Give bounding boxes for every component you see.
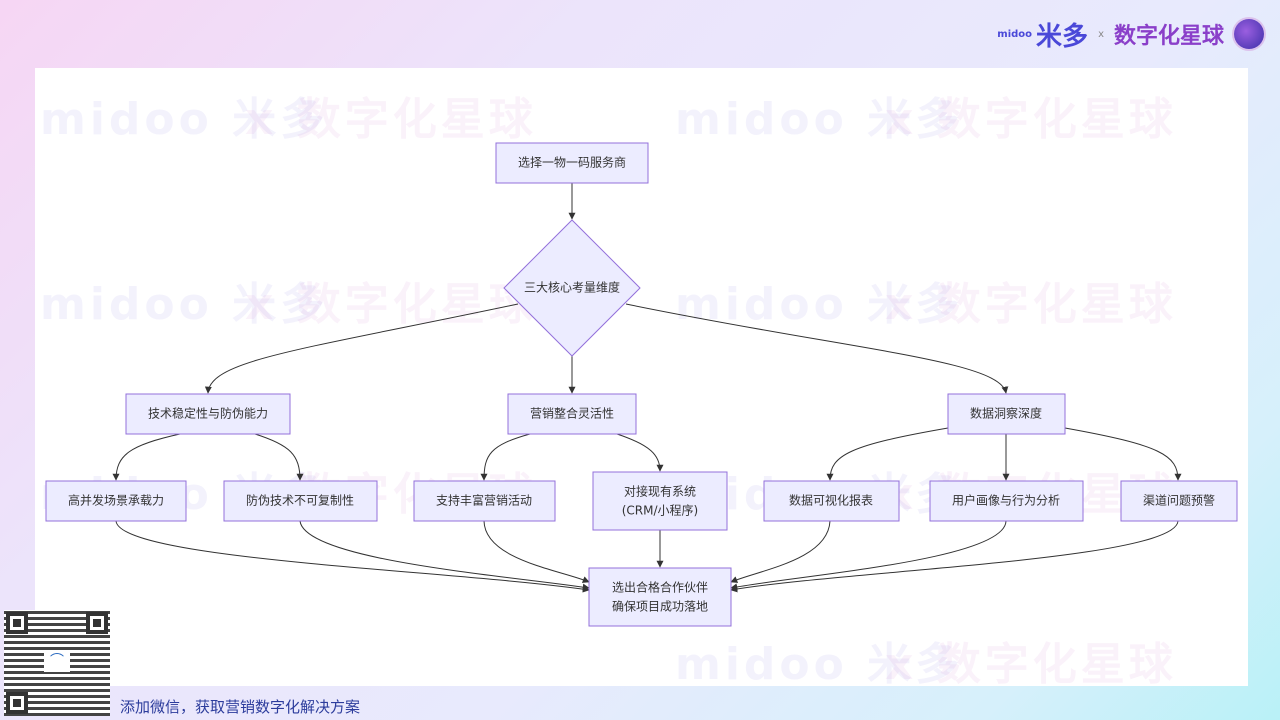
node-leaf: 防伪技术不可复制性 [223, 480, 378, 522]
planet-icon [1234, 19, 1264, 49]
watermark: x 数字化星球 [245, 94, 537, 145]
watermark: midoo 米多 [40, 94, 329, 145]
watermark: midoo 米多 [675, 94, 964, 145]
digital-planet-logo-text: 数字化星球 [1113, 24, 1224, 49]
node-dim-marketing: 营销整合灵活性 [507, 393, 637, 435]
node-leaf: 用户画像与行为分析 [929, 480, 1084, 522]
wechat-qr-code[interactable]: ⌒ [4, 610, 110, 716]
svg-text:技术稳定性与防伪能力: 技术稳定性与防伪能力 [148, 406, 268, 421]
svg-text:营销整合灵活性: 营销整合灵活性 [530, 406, 614, 421]
watermark: x 数字化星球 [885, 639, 1177, 686]
svg-text:三大核心考量维度: 三大核心考量维度 [524, 280, 620, 295]
node-dim-data: 数据洞察深度 [947, 393, 1066, 435]
svg-text:支持丰富营销活动: 支持丰富营销活动 [436, 493, 532, 508]
svg-text:选择一物一码服务商: 选择一物一码服务商 [518, 155, 626, 170]
diagram-panel: midoo 米多 x 数字化星球 midoo 米多 x 数字化星球 midoo … [35, 68, 1248, 686]
watermark: x 数字化星球 [885, 94, 1177, 145]
svg-text:(CRM/小程序): (CRM/小程序) [622, 503, 698, 518]
node-leaf: 对接现有系统 (CRM/小程序) [592, 471, 728, 531]
svg-text:数据洞察深度: 数据洞察深度 [970, 406, 1042, 421]
node-leaf: 渠道问题预警 [1120, 480, 1238, 522]
midoo-logo-text: 米多 [1036, 21, 1089, 52]
watermark: midoo 米多 [675, 279, 964, 330]
watermark: midoo 米多 [675, 639, 964, 686]
svg-text:防伪技术不可复制性: 防伪技术不可复制性 [246, 493, 354, 508]
midoo-logo-sub: midoo [997, 28, 1033, 40]
svg-text:选出合格合作伙伴: 选出合格合作伙伴 [612, 580, 708, 595]
svg-text:用户画像与行为分析: 用户画像与行为分析 [952, 493, 1060, 508]
watermark: midoo 米多 [40, 279, 329, 330]
midoo-logo-icon: ⌒ [44, 650, 70, 672]
logo-separator: x [1098, 28, 1104, 40]
svg-text:渠道问题预警: 渠道问题预警 [1143, 493, 1215, 508]
node-decision: 三大核心考量维度 [503, 219, 641, 357]
footer-cta: 添加微信，获取营销数字化解决方案 [120, 698, 361, 716]
svg-text:对接现有系统: 对接现有系统 [624, 484, 696, 499]
svg-text:确保项目成功落地: 确保项目成功落地 [612, 600, 708, 614]
edges [112, 183, 1182, 593]
node-leaf: 数据可视化报表 [763, 480, 900, 522]
watermark: x 数字化星球 [245, 279, 537, 330]
watermark: x 数字化星球 [885, 279, 1177, 330]
node-leaf: 高并发场景承载力 [45, 480, 187, 522]
node-dim-tech: 技术稳定性与防伪能力 [125, 393, 291, 435]
node-leaf: 支持丰富营销活动 [413, 480, 556, 522]
svg-text:高并发场景承载力: 高并发场景承载力 [68, 493, 164, 508]
midoo-logo: midoo 米多 [997, 16, 1088, 53]
svg-text:数据可视化报表: 数据可视化报表 [789, 493, 873, 508]
node-start: 选择一物一码服务商 [495, 142, 649, 184]
brand-header: midoo 米多 x 数字化星球 [997, 14, 1264, 54]
